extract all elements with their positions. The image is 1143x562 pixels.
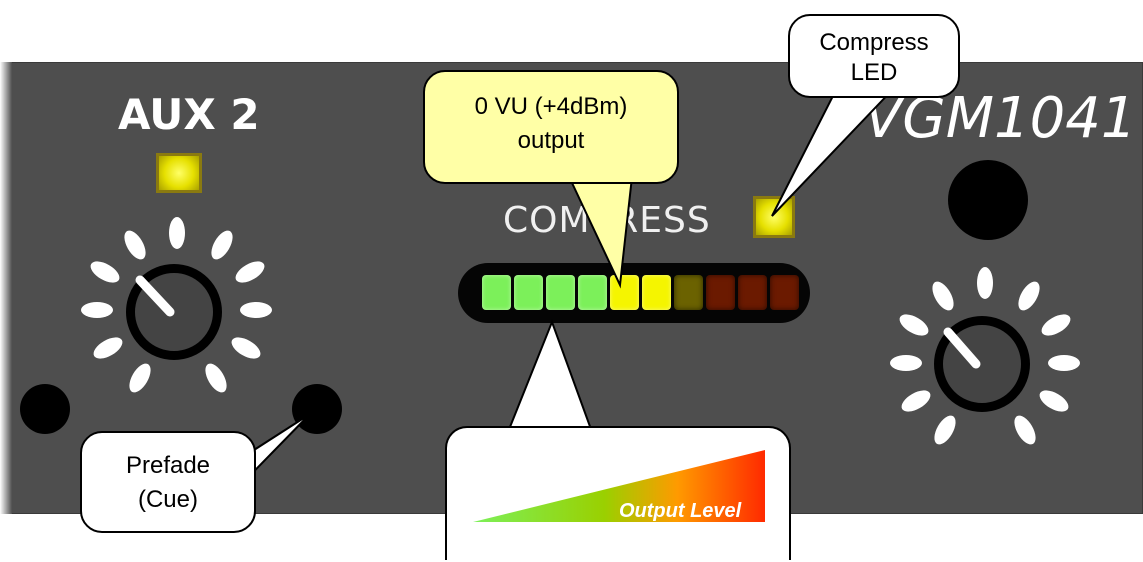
aux-label: AUX 2: [118, 90, 260, 139]
vu-callout-tail: [563, 167, 635, 289]
vu-callout-line2: output: [517, 127, 585, 154]
meter-segment: [706, 275, 735, 310]
compress-led-callout-line1: Compress: [819, 29, 929, 56]
meter-segment: [738, 275, 767, 310]
meter-segment: [482, 275, 511, 310]
meter-segment: [770, 275, 799, 310]
prefade-callout: Prefade (Cue): [80, 431, 256, 533]
level-knob-ticks: [890, 267, 1080, 445]
prefade-callout-line1: Prefade: [125, 452, 211, 479]
level-knob-pointer: [943, 327, 981, 369]
left-jack[interactable]: [20, 384, 70, 434]
vu-output-callout: 0 VU (+4dBm) output: [423, 70, 679, 184]
aux-knob-pointer: [135, 275, 175, 317]
compress-led: [753, 196, 795, 238]
vu-callout-line1: 0 VU (+4dBm): [474, 93, 628, 120]
meter-segment: [514, 275, 543, 310]
compress-led-callout-line2: LED: [850, 59, 898, 86]
aux-led: [156, 153, 202, 193]
meter-segment: [546, 275, 575, 310]
panel-left-edge: [0, 62, 12, 514]
output-level-ramp: [473, 450, 765, 522]
meter-segment: [674, 275, 703, 310]
meter-segment: [610, 275, 639, 310]
prefade-callout-line2: (Cue): [137, 486, 198, 513]
output-level-label: Output Level: [619, 500, 742, 522]
output-level-callout: Output Level: [445, 426, 791, 560]
compress-led-callout-tail: [771, 85, 899, 217]
meter-segment: [642, 275, 671, 310]
output-callout-tail: [506, 319, 594, 433]
prefade-button[interactable]: [292, 384, 342, 434]
compress-led-callout: Compress LED: [788, 14, 960, 98]
meter-segment: [578, 275, 607, 310]
output-level-meter: [458, 263, 810, 323]
aux-knob-ticks: [81, 217, 272, 393]
top-right-jack[interactable]: [948, 160, 1028, 240]
